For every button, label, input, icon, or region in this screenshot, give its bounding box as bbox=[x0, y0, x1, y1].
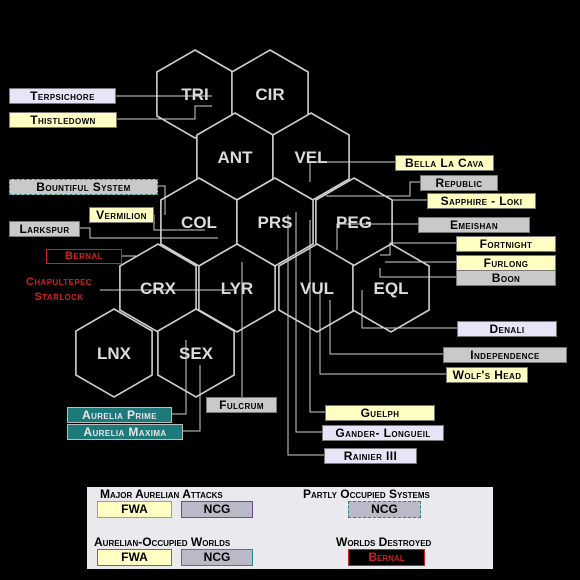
label-bountiful-system: Bountiful System bbox=[9, 179, 158, 195]
connector-gander bbox=[295, 212, 322, 433]
hex-eql bbox=[352, 243, 430, 333]
hex-lyr bbox=[198, 243, 276, 333]
connector-aurelia-prime bbox=[172, 340, 187, 415]
connector-bella bbox=[309, 161, 395, 182]
connector-guelph bbox=[309, 220, 325, 413]
hex-label-col: COL bbox=[181, 213, 217, 232]
connector-boon bbox=[379, 268, 456, 278]
hex-label-ant: ANT bbox=[218, 148, 254, 167]
legend-occupied-fwa: FWA bbox=[97, 549, 172, 566]
legend-major-attacks-heading: Major Aurelian Attacks bbox=[100, 487, 223, 501]
label-thistledown: Thistledown bbox=[9, 112, 117, 128]
connector-emeishan bbox=[336, 223, 418, 250]
hex-label-tri: TRI bbox=[181, 85, 208, 104]
connector-bountiful bbox=[158, 185, 166, 215]
label-guelph: Guelph bbox=[325, 405, 435, 421]
connector-rainier bbox=[287, 215, 324, 456]
legend-partly-ncg: NCG bbox=[348, 501, 421, 518]
label-vermilion: Vermilion bbox=[89, 207, 154, 223]
hex-label-peg: PEG bbox=[336, 213, 372, 232]
legend-panel: Major Aurelian Attacks FWA NCG Partly Oc… bbox=[87, 487, 493, 569]
label-starlock: Starlock bbox=[34, 291, 84, 303]
hex-label-vul: VUL bbox=[300, 279, 334, 298]
hex-sex bbox=[157, 308, 235, 398]
label-emeishan: Emeishan bbox=[418, 217, 530, 233]
connector-aurelia-maxima bbox=[183, 365, 201, 432]
legend-partly-occupied-heading: Partly Occupied Systems bbox=[303, 487, 430, 501]
label-chapultepec: Chapultepec bbox=[26, 276, 92, 288]
connector-fortnight bbox=[380, 242, 456, 256]
label-gander-longueil: Gander- Longueil bbox=[322, 425, 444, 441]
label-bella-la-cava: Bella La Cava bbox=[395, 155, 494, 171]
hex-label-crx: CRX bbox=[140, 279, 177, 298]
label-aurelia-prime: Aurelia Prime bbox=[67, 407, 172, 423]
connector-denali bbox=[361, 290, 457, 329]
connector-independence bbox=[329, 300, 443, 355]
label-aurelia-maxima: Aurelia Maxima bbox=[67, 424, 183, 440]
legend-attack-fwa: FWA bbox=[97, 501, 172, 518]
label-wolfs-head: Wolf's Head bbox=[446, 367, 528, 383]
legend-occupied-ncg: NCG bbox=[181, 549, 253, 566]
hex-label-prs: PRS bbox=[258, 213, 293, 232]
hex-lnx bbox=[75, 308, 153, 398]
label-furlong: Furlong bbox=[456, 255, 556, 271]
connector-republic bbox=[326, 181, 420, 197]
label-sapphire-loki: Sapphire - Loki bbox=[427, 193, 536, 209]
label-terpsichore: Terpsichore bbox=[9, 88, 116, 104]
hex-label-sex: SEX bbox=[179, 344, 214, 363]
hex-label-cir: CIR bbox=[255, 85, 284, 104]
legend-destroyed-bernal: Bernal bbox=[348, 549, 425, 566]
legend-attack-ncg: NCG bbox=[181, 501, 253, 518]
legend-worlds-destroyed-heading: Worlds Destroyed bbox=[336, 535, 432, 549]
connector-thistledown bbox=[117, 105, 212, 120]
hex-label-vel: VEL bbox=[294, 148, 327, 167]
connector-lines bbox=[80, 95, 457, 456]
label-republic: Republic bbox=[420, 175, 498, 191]
label-independence: Independence bbox=[443, 347, 567, 363]
connector-vermilion bbox=[153, 215, 205, 231]
connector-sapphire bbox=[391, 199, 427, 212]
label-boon: Boon bbox=[456, 270, 556, 286]
hex-label-lyr: LYR bbox=[221, 279, 253, 298]
label-fulcrum: Fulcrum bbox=[206, 397, 277, 413]
label-bernal: Bernal bbox=[46, 249, 122, 264]
hex-label-lnx: LNX bbox=[97, 344, 132, 363]
label-rainier-iii: Rainier III bbox=[324, 448, 417, 464]
label-denali: Denali bbox=[457, 321, 557, 337]
hex-label-eql: EQL bbox=[374, 279, 409, 298]
legend-occupied-worlds-heading: Aurelian-Occupied Worlds bbox=[94, 535, 231, 549]
connector-wolfs-head bbox=[319, 290, 446, 375]
label-fortnight: Fortnight bbox=[456, 236, 556, 252]
label-larkspur: Larkspur bbox=[9, 221, 80, 237]
hex-grid: TRI CIR ANT VEL COL PRS PEG CRX LYR VUL EQL LNX SEX bbox=[75, 49, 430, 398]
connector-larkspur bbox=[80, 227, 218, 239]
